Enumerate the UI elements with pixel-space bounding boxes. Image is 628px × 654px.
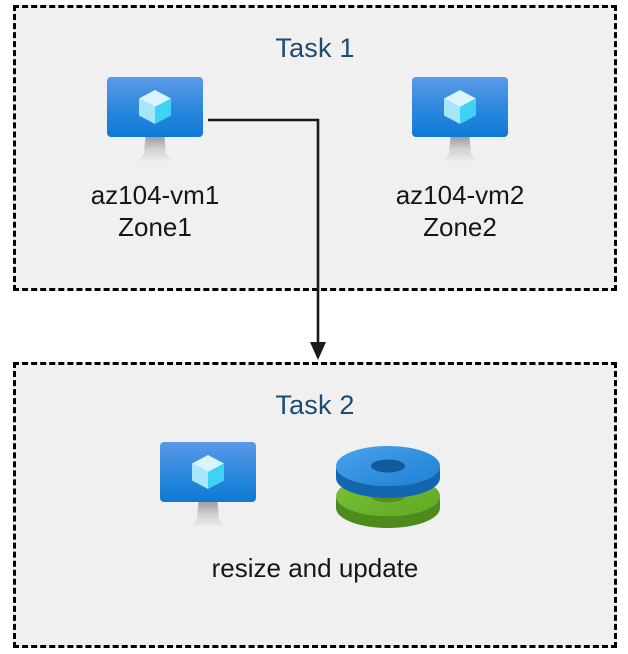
- node-label-az104-vm1: az104-vm1 Zone1: [90, 180, 220, 242]
- azure-virtual-machine-icon: [107, 77, 203, 161]
- task-1-title: Task 1: [275, 33, 355, 63]
- node-label-az104-vm2: az104-vm2 Zone2: [395, 180, 525, 242]
- task-2-panel: Task 2: [13, 362, 617, 648]
- node-az104-vm1[interactable]: az104-vm1 Zone1: [60, 75, 250, 243]
- node-task2-managed-disks[interactable]: [325, 440, 450, 532]
- azure-virtual-machine-icon: [412, 77, 508, 161]
- task-2-caption: resize and update: [211, 553, 419, 583]
- azure-managed-disks-icon: [335, 446, 440, 528]
- node-az104-vm2[interactable]: az104-vm2 Zone2: [365, 75, 555, 243]
- task-2-title: Task 2: [275, 390, 355, 420]
- azure-virtual-machine-icon: [159, 442, 256, 526]
- node-task2-virtual-machine[interactable]: [150, 440, 265, 532]
